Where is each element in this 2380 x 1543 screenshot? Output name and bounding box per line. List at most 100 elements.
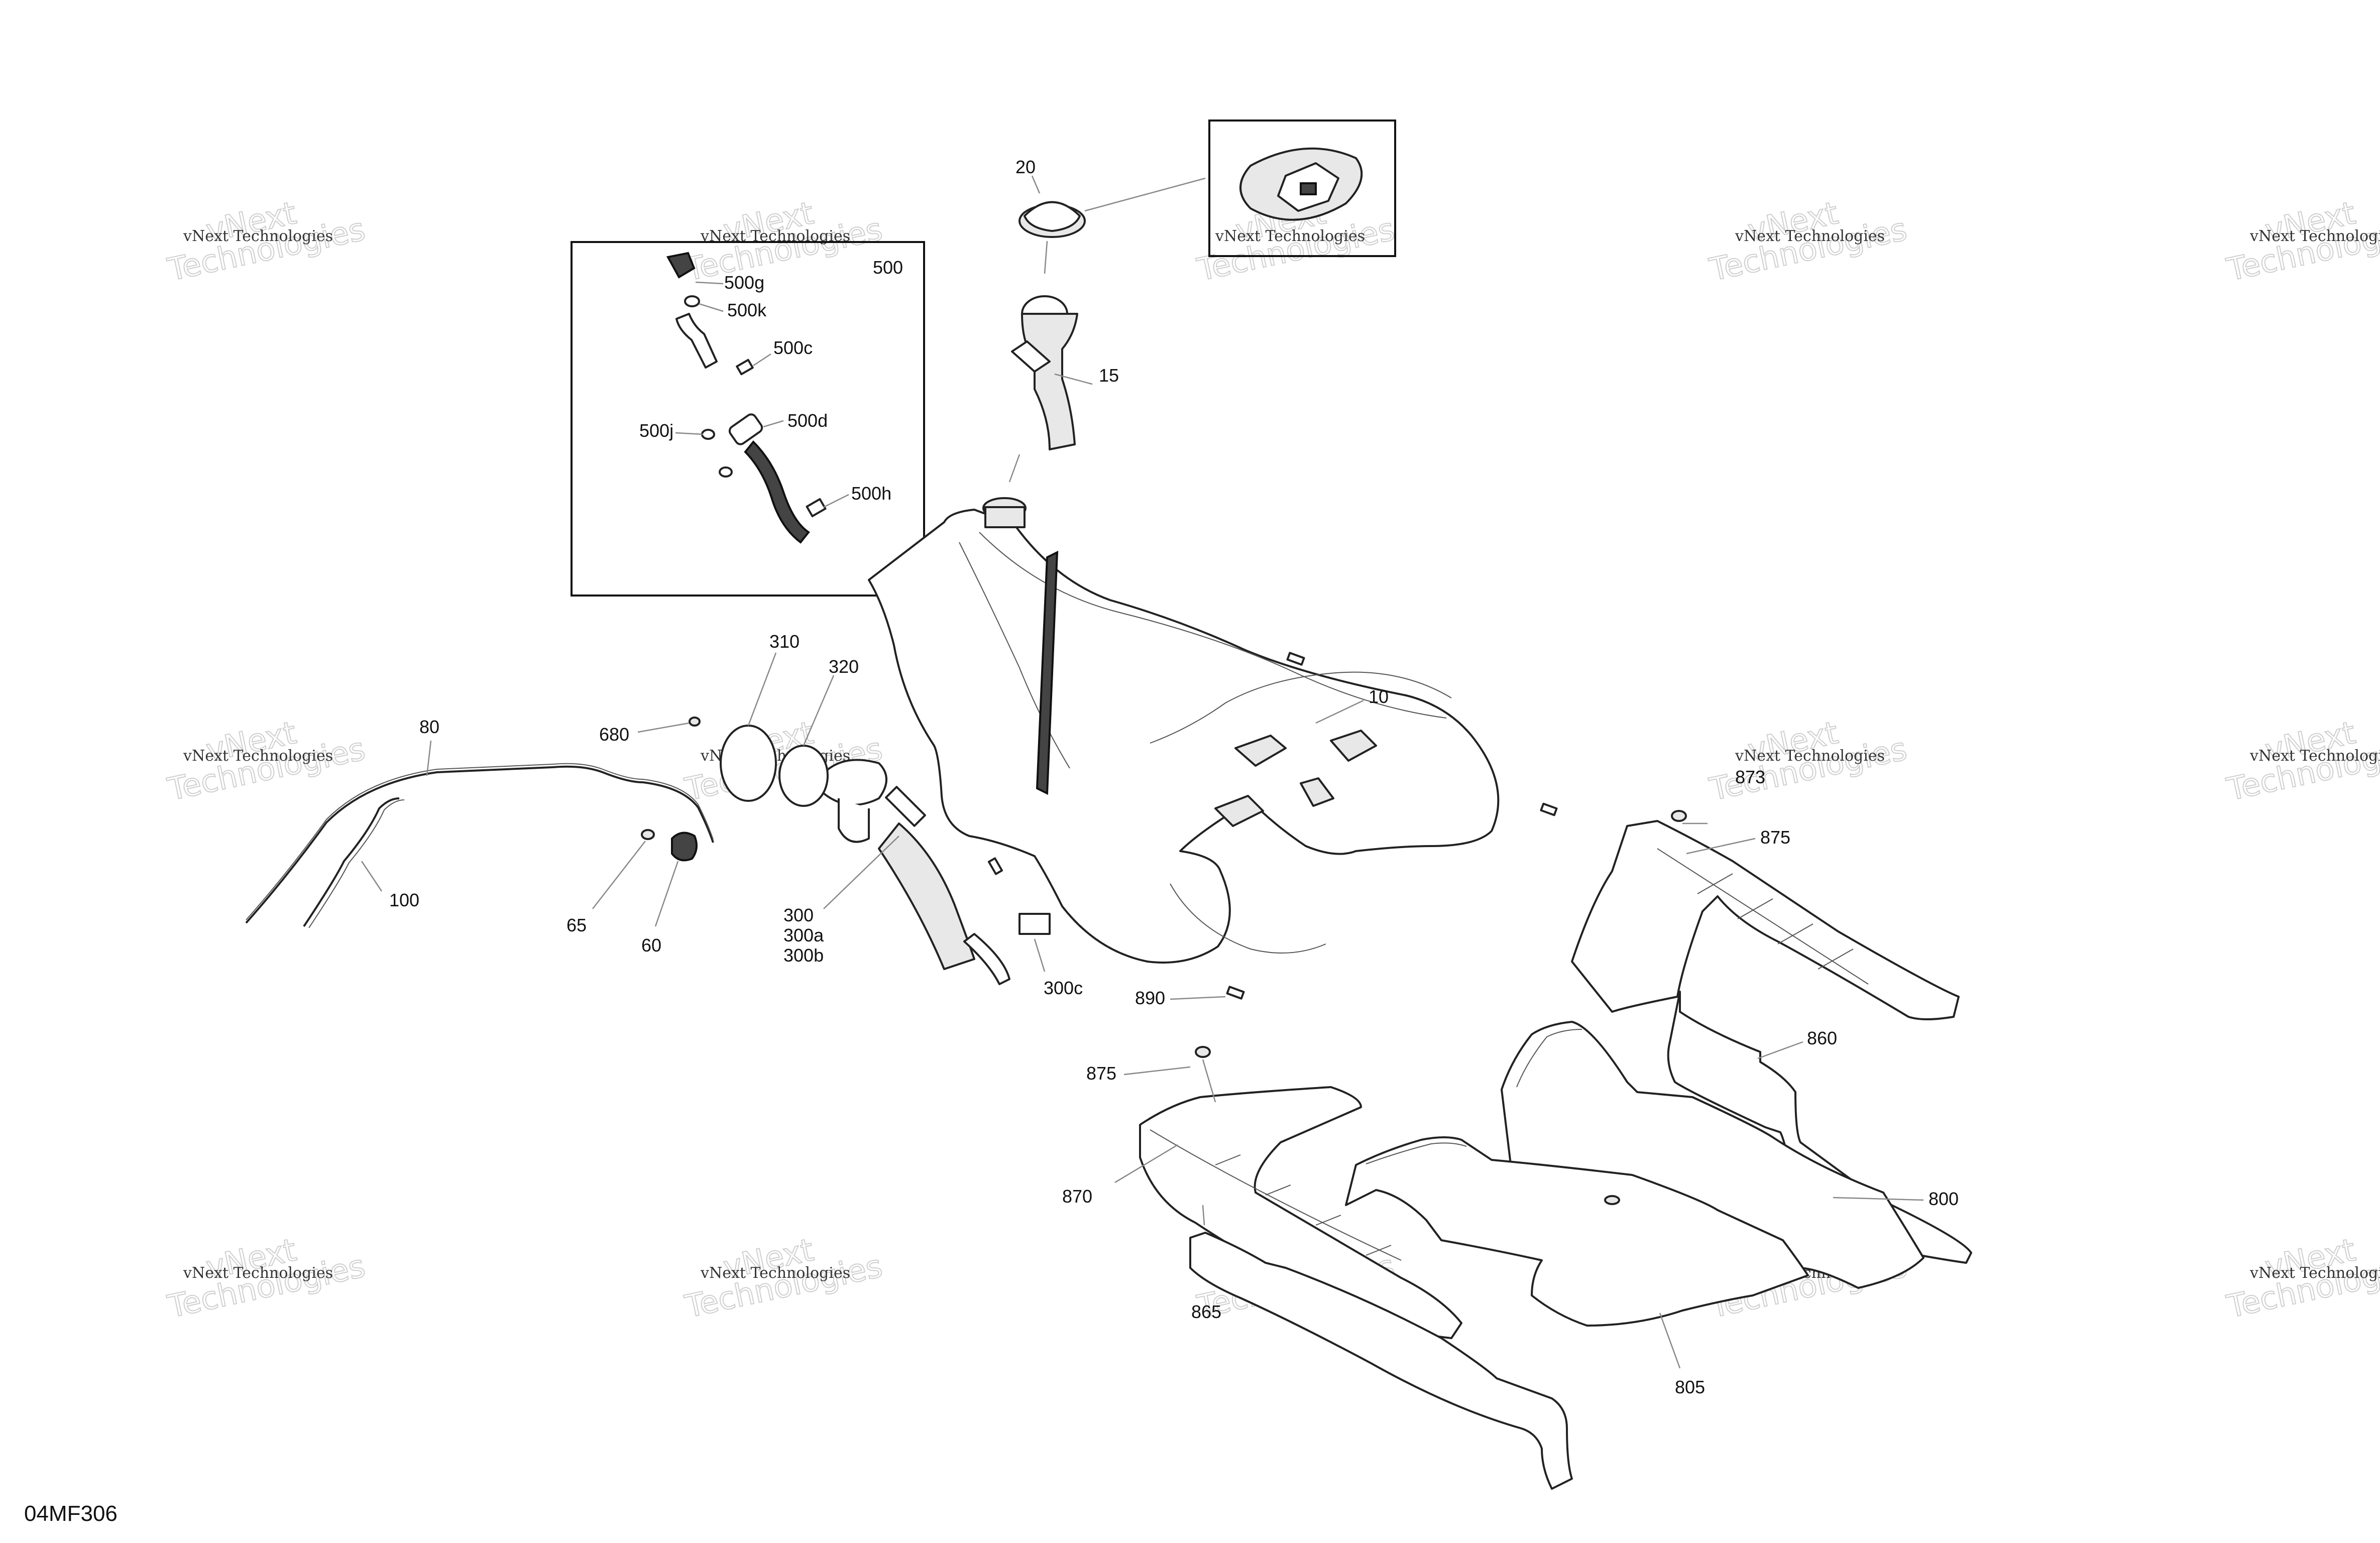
filler-neck-15[interactable] <box>1011 295 1078 450</box>
callout-500j: 500j <box>639 420 673 441</box>
callout-875-right: 875 <box>1760 827 1790 848</box>
pump-strainer-300c[interactable] <box>1018 913 1051 935</box>
watermark-text: vNext Technologies <box>1215 227 1365 245</box>
callout-865: 865 <box>1191 1301 1221 1322</box>
guard-870-fins <box>1215 1154 1392 1256</box>
clamp-500j[interactable] <box>701 429 715 440</box>
vent-line-100[interactable] <box>303 797 400 927</box>
hose-section[interactable] <box>675 313 718 369</box>
tank-mount-pad[interactable] <box>1214 795 1264 827</box>
strap-860[interactable] <box>1667 991 1972 1264</box>
callout-875-left: 875 <box>1086 1063 1116 1084</box>
callout-100: 100 <box>389 890 419 910</box>
fuel-tank-10[interactable] <box>868 497 1558 1000</box>
connector-500d[interactable] <box>728 412 764 446</box>
tank-bumper[interactable] <box>987 857 1003 875</box>
callout-60: 60 <box>641 935 661 956</box>
clamp-500c[interactable] <box>736 359 754 376</box>
callout-805: 805 <box>1675 1377 1705 1397</box>
watermark-text: vNext Technologies <box>1735 747 1885 765</box>
clamp-65-ring[interactable] <box>641 829 655 840</box>
callout-300a: 300a <box>783 925 824 945</box>
callout-10: 10 <box>1369 686 1389 707</box>
lower-plate-hole <box>1604 1195 1620 1205</box>
strap-865-body[interactable] <box>1189 1232 1573 1490</box>
tank-bumper[interactable] <box>1286 652 1305 666</box>
seal-ring-320[interactable] <box>778 745 829 807</box>
watermark-text: vNext Technologies <box>2249 747 2380 765</box>
cap-detail-box <box>1208 120 1396 257</box>
callout-300b: 300b <box>783 945 824 966</box>
callout-320: 320 <box>829 656 859 677</box>
callout-500g: 500g <box>724 272 764 293</box>
tank-bumper-890[interactable] <box>1226 986 1245 1000</box>
fuel-line-80[interactable] <box>245 765 714 924</box>
clamp-65[interactable] <box>641 829 655 840</box>
callout-80: 80 <box>419 717 439 737</box>
screw-875[interactable] <box>1671 810 1687 822</box>
watermark-text: vNext Technologies <box>1735 227 1885 245</box>
callout-500k: 500k <box>727 300 767 320</box>
lower-plate-edge <box>1366 1142 1467 1164</box>
fitting-60[interactable] <box>671 832 698 862</box>
screw-head[interactable] <box>689 717 701 727</box>
screw-875-left[interactable] <box>1195 1046 1211 1058</box>
callout-873: 873 <box>1735 767 1765 787</box>
filler-neck-tube[interactable] <box>1021 313 1078 450</box>
pump-neck[interactable] <box>838 798 870 843</box>
side-guard-873[interactable] <box>1571 810 1960 1020</box>
guard-fins <box>1697 873 1854 970</box>
callout-20: 20 <box>1015 157 1036 177</box>
hose-500h[interactable] <box>744 440 810 544</box>
callout-310: 310 <box>769 631 800 652</box>
clamp-500k[interactable] <box>684 295 700 307</box>
fitting-500h[interactable] <box>806 498 827 518</box>
watermark-text: vNext Technologies <box>2249 1264 2380 1282</box>
fitting-60-body[interactable] <box>671 832 698 862</box>
inset-box-500 <box>571 241 925 597</box>
skid-plate-edge <box>1516 1029 1582 1088</box>
callout-500h: 500h <box>851 483 891 504</box>
screw-680[interactable] <box>689 717 701 727</box>
strap-860-body[interactable] <box>1667 991 1972 1264</box>
callout-870: 870 <box>1062 1186 1092 1207</box>
vent-line-100-edge <box>308 799 405 928</box>
watermark-text: vNext Technologies <box>183 747 333 765</box>
pump-bracket[interactable] <box>885 786 926 827</box>
tank-mount-pad[interactable] <box>1330 730 1377 762</box>
callout-500d: 500d <box>787 410 828 431</box>
pump-body[interactable] <box>878 822 975 970</box>
hose-assembly-500[interactable] <box>666 252 827 544</box>
tank-rib <box>1150 671 1452 744</box>
tank-mount-pad[interactable] <box>1234 735 1287 767</box>
lower-plate-body[interactable] <box>1345 1136 1809 1327</box>
elbow-fitting-500g[interactable] <box>666 252 696 279</box>
tank-body[interactable] <box>868 509 1500 964</box>
pump-float-arm[interactable] <box>963 933 1010 985</box>
tank-rib <box>979 532 1447 719</box>
callout-680: 680 <box>599 724 629 745</box>
cap-symbol-detail <box>1300 182 1317 195</box>
tank-rib <box>1170 883 1326 954</box>
clamp-500j-2[interactable] <box>719 466 733 478</box>
callout-500: 500 <box>873 257 903 278</box>
fuel-pump-300[interactable] <box>823 759 1051 985</box>
lower-plate-805[interactable] <box>1345 1136 1809 1327</box>
lock-ring-310[interactable] <box>720 725 777 802</box>
strap-865[interactable] <box>1189 1232 1573 1490</box>
tank-filler-neck[interactable] <box>984 506 1026 528</box>
tank-rib <box>959 542 1070 769</box>
pump-flange[interactable] <box>823 759 887 806</box>
side-guard-body[interactable] <box>1571 820 1960 1020</box>
watermark-text: vNext Technologies <box>2249 227 2380 245</box>
tank-mount-pad[interactable] <box>1300 777 1334 807</box>
fuel-cap-20[interactable] <box>1018 201 1086 238</box>
watermark-text: vNext Technologies <box>183 1264 333 1282</box>
cap-grip[interactable] <box>1024 201 1081 232</box>
callout-300: 300 <box>783 905 814 925</box>
tank-bumper[interactable] <box>1540 802 1558 816</box>
filler-neck-clamp[interactable] <box>1011 340 1051 373</box>
callout-300c: 300c <box>1044 978 1083 998</box>
callout-15: 15 <box>1099 365 1119 386</box>
